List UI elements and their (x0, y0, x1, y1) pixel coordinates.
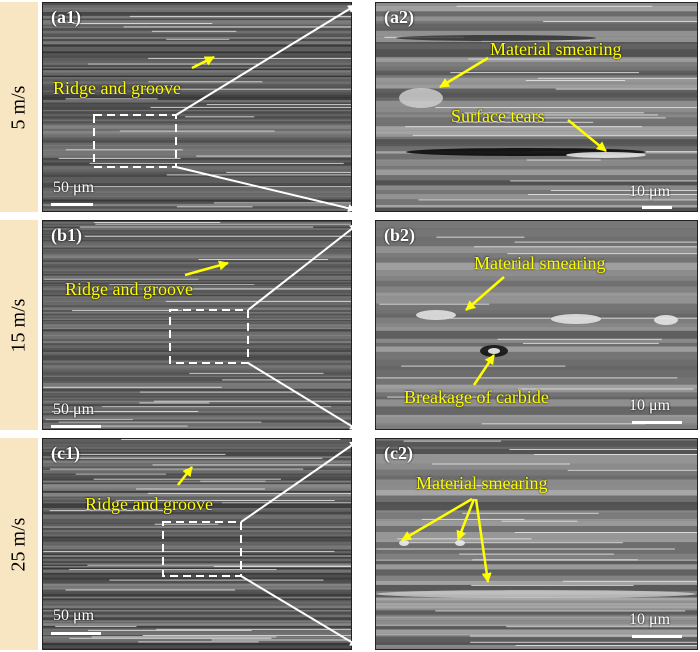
row-band-2 (0, 220, 38, 430)
speed-label-5: 5 m/s (7, 85, 30, 129)
scale-bar-b2 (632, 421, 682, 424)
annotation-ridge-groove-b1: Ridge and groove (65, 279, 193, 299)
sem-texture (376, 3, 697, 211)
sem-texture (376, 439, 697, 649)
annotation-material-smearing-a2: Material smearing (490, 39, 622, 59)
scale-label-c1: 50 μm (53, 607, 95, 624)
panel-label-a1: (a1) (51, 7, 81, 27)
panel-label-c1: (c1) (51, 443, 80, 463)
scale-label-b2: 10 μm (629, 397, 671, 414)
annotation-material-smearing-c2: Material smearing (416, 473, 548, 493)
sem-panel-a1: (a1) Ridge and groove 50 μm (42, 2, 352, 212)
sem-panel-c1: (c1) Ridge and groove 50 μm (42, 438, 352, 650)
scale-label-a2: 10 μm (629, 183, 671, 200)
row-band-1 (0, 2, 38, 212)
panel-label-a2: (a2) (384, 7, 414, 27)
row-band-3 (0, 438, 38, 650)
annotation-material-smearing-b2: Material smearing (474, 253, 606, 273)
scale-label-a1: 50 μm (53, 179, 95, 196)
panel-label-b2: (b2) (384, 225, 415, 245)
sem-panel-b1: (b1) Ridge and groove 50 μm (42, 220, 352, 430)
scale-bar-a1 (51, 203, 93, 206)
annotation-breakage-carbide-b2: Breakage of carbide (404, 387, 549, 407)
sem-panel-a2: (a2) Material smearing Surface tears 10 … (375, 2, 698, 212)
scale-label-b1: 50 μm (53, 401, 95, 418)
scale-bar-a2 (642, 206, 672, 209)
panel-label-b1: (b1) (51, 225, 82, 245)
speed-label-15: 15 m/s (7, 298, 30, 352)
annotation-ridge-groove-c1: Ridge and groove (85, 494, 213, 514)
scale-bar-c2 (632, 635, 682, 638)
row-label-2: 15 m/s (0, 220, 38, 430)
sem-panel-b2: (b2) Material smearing Breakage of carbi… (375, 220, 698, 430)
scale-bar-c1 (51, 632, 101, 635)
sem-texture (43, 221, 351, 429)
scale-label-c2: 10 μm (629, 611, 671, 628)
row-label-1: 5 m/s (0, 2, 38, 212)
panel-label-c2: (c2) (384, 443, 413, 463)
sem-texture (376, 221, 697, 429)
annotation-surface-tears-a2: Surface tears (451, 106, 545, 126)
speed-label-25: 25 m/s (7, 517, 30, 571)
scale-bar-b1 (51, 425, 101, 428)
sem-panel-c2: (c2) Material smearing 10 μm (375, 438, 698, 650)
annotation-ridge-groove-a1: Ridge and groove (53, 78, 181, 98)
row-label-3: 25 m/s (0, 438, 38, 650)
